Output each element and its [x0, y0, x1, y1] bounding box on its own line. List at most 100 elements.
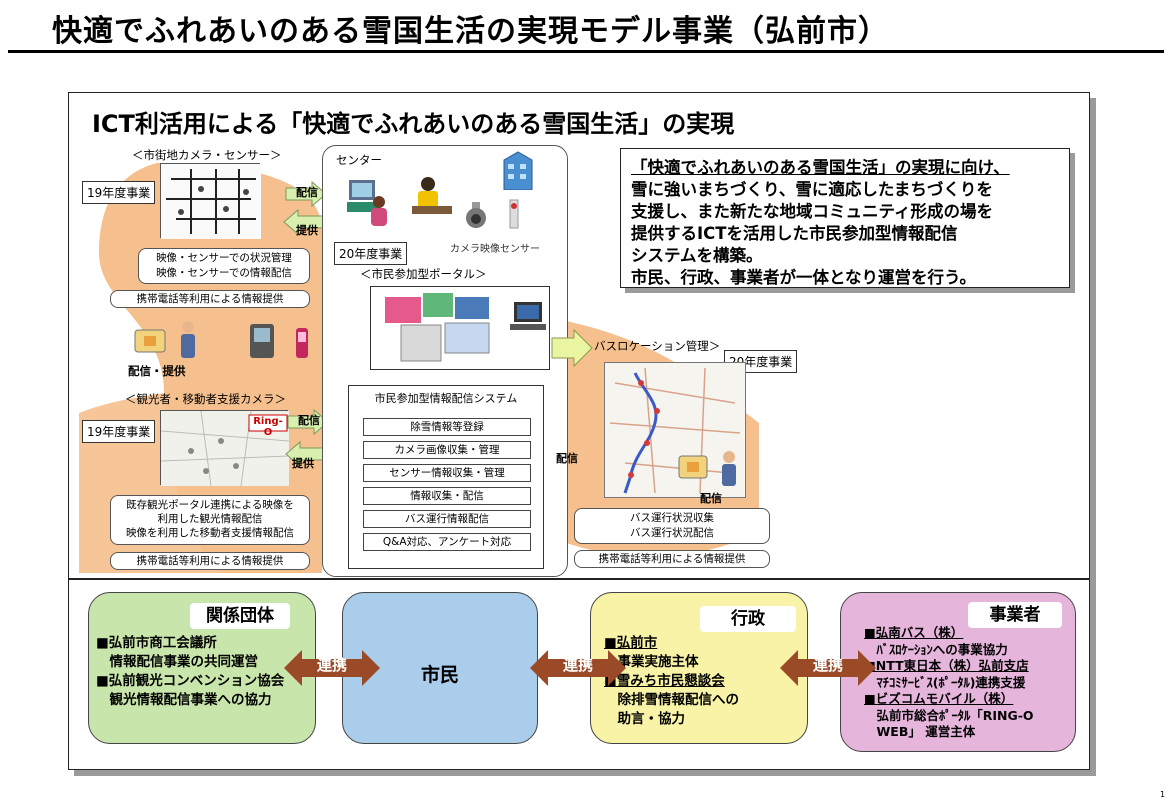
center-to-bus-arrow [551, 328, 593, 368]
portal-screens-icon [385, 293, 490, 362]
description-box: 「快適でふれあいのある雪国生活」の実現に向け、 雪に強いまちづくり、雪に適応した… [620, 148, 1070, 288]
operator-man-icon [408, 176, 454, 218]
description-line-1: 「快適でふれあいのある雪国生活」の実現に向け、 [631, 158, 1010, 177]
business-line-2: ﾊﾞｽﾛｹｰｼｮﾝへの事業協力 [864, 641, 1008, 657]
bus-section-heading: バスロケーション管理＞ [594, 339, 721, 353]
related-groups-line-1: ■弘前市商工会議所 [96, 635, 217, 651]
description-line-2: 雪に強いまちづくり、雪に適応したまちづくりを [631, 180, 993, 199]
business-text: ■弘南バス（株） ﾊﾞｽﾛｹｰｼｮﾝへの事業協力 ■NTT東日本（株）弘前支店 … [864, 625, 1034, 741]
business-line-1: ■弘南バス（株） [864, 625, 964, 640]
tourist-deliver-label: 配信 [298, 414, 320, 427]
tourist-map-image: Ring-O [160, 410, 290, 487]
center-heading: センター [336, 153, 382, 167]
system-item-info-delivery: 情報収集・配信 [363, 487, 531, 505]
ring-o-logo: Ring-O [253, 416, 283, 438]
bus-info-line-1: バス運行状況収集 [630, 512, 714, 524]
title-underline [8, 50, 1164, 53]
business-line-4: ﾏﾁｺﾐｻｰﾋﾞｽ(ﾎﾟｰﾀﾙ)連携支援 [864, 674, 1026, 690]
page-title: 快適でふれあいのある雪国生活の実現モデル事業（弘前市） [52, 14, 889, 49]
business-heading: 事業者 [968, 602, 1062, 628]
tourist-info-box: 既存観光ポータル連携による映像を 利用した観光情報配信 映像を利用した移動者支援… [110, 495, 310, 545]
center-year-badge: 20年度事業 [334, 242, 408, 265]
related-groups-line-2: 情報配信事業の共同運営 [96, 654, 258, 670]
laptop-icon [508, 298, 548, 338]
portal-heading: ＜市民参加型ポータル＞ [360, 267, 487, 281]
description-line-3: 支援し、また新たな地域コミュニティ形成の場を [631, 202, 994, 221]
info-system-box: 市民参加型情報配信システム 除雪情報等登録 カメラ画像収集・管理 センサー情報収… [348, 385, 544, 569]
bus-deliver-right-label: 配信 [700, 492, 722, 505]
citizens-heading: 市民 [420, 664, 459, 686]
related-groups-text: ■弘前市商工会議所 情報配信事業の共同運営 ■弘前観光コンベンション協会 観光情… [96, 634, 284, 710]
city-map-image [160, 163, 261, 239]
link-label-right: 連携 [812, 656, 843, 674]
tourist-section-heading: ＜観光者・移動者支援カメラ＞ [125, 392, 286, 406]
camera-info-line-2: 映像・センサーでの情報配信 [156, 267, 292, 279]
house-icon [132, 322, 168, 354]
building-icon [498, 148, 538, 191]
tourist-mobile-box: 携帯電話等利用による情報提供 [110, 552, 310, 570]
bus-info-box: バス運行状況収集 バス運行状況配信 [574, 508, 770, 544]
camera-mobile-box: 携帯電話等利用による情報提供 [110, 290, 310, 308]
related-groups-line-3: ■弘前観光コンベンション協会 [96, 673, 285, 689]
deliver-provide-label: 配信・提供 [128, 364, 186, 378]
camera-section-heading: ＜市街地カメラ・センサー＞ [132, 148, 282, 162]
page-number: 1 [1160, 790, 1166, 799]
bus-person-phone-icon [718, 450, 740, 488]
bus-house-icon [676, 450, 710, 480]
system-item-bus-info: バス運行情報配信 [363, 510, 531, 528]
sensor-icon [504, 196, 524, 232]
tourist-provide-label: 提供 [292, 457, 314, 470]
camera-info-line-1: 映像・センサーでの状況管理 [156, 252, 292, 264]
link-label-left: 連携 [316, 656, 347, 674]
administration-heading: 行政 [700, 606, 796, 632]
description-line-6: 市民、行政、事業者が一体となり運営を行う。 [631, 268, 977, 287]
related-groups-line-4: 観光情報配信事業への協力 [96, 692, 272, 708]
bus-deliver-left-label: 配信 [556, 452, 578, 465]
administration-line-2: 事業実施主体 [604, 654, 699, 670]
business-line-7: WEB」 運営主体 [864, 724, 976, 739]
description-line-5: システムを構築。 [631, 246, 763, 265]
tourist-year-badge: 19年度事業 [82, 420, 156, 443]
system-title: 市民参加型情報配信システム [374, 392, 518, 405]
camera-image-caption: カメラ映像 [450, 244, 500, 255]
computer-operator-icon [345, 178, 381, 216]
bus-info-line-2: バス運行状況配信 [630, 527, 714, 539]
tourist-info-line-3: 映像を利用した移動者支援情報配信 [126, 527, 294, 539]
tourist-info-line-2: 利用した観光情報配信 [157, 513, 263, 525]
panel-title: ICT利活用による「快適でふれあいのある雪国生活」の実現 [92, 110, 735, 138]
link-arrow-right [780, 650, 876, 686]
business-line-6: 弘前市総合ﾎﾟｰﾀﾙ「RING-O [864, 707, 1034, 723]
business-line-3: ■NTT東日本（株）弘前支店 [864, 658, 1029, 673]
tourist-map-icon [160, 410, 290, 487]
description-line-4: 提供するICTを活用した市民参加型情報配信 [631, 224, 958, 243]
administration-line-4: 除排雪情報配信への [604, 692, 739, 708]
operator-woman-icon [368, 196, 390, 226]
section-divider [69, 578, 1089, 580]
camera-deliver-provide-arrows [283, 180, 327, 236]
mobile-terminal-icon [248, 322, 276, 360]
system-item-snow-removal: 除雪情報等登録 [363, 418, 531, 436]
system-item-qa-survey: Q&A対応、アンケート対応 [363, 533, 531, 551]
bus-mobile-box: 携帯電話等利用による情報提供 [574, 550, 770, 568]
camera-year-badge: 19年度事業 [82, 181, 156, 204]
camera-provide-label: 提供 [296, 224, 318, 237]
link-arrow-left [284, 650, 380, 686]
camera-deliver-label: 配信 [296, 186, 318, 199]
tourist-deliver-provide-arrows [285, 408, 329, 468]
administration-text: ■弘前市 事業実施主体 ■雪みち市民懇談会 除排雪情報配信への 助言・協力 [604, 634, 739, 729]
link-arrow-middle [530, 650, 626, 686]
city-map-icon [161, 164, 261, 239]
system-item-sensor-collection: センサー情報収集・管理 [363, 464, 531, 482]
tourist-info-line-1: 既存観光ポータル連携による映像を [126, 499, 294, 511]
sensor-caption: センサー [500, 244, 540, 255]
administration-line-5: 助言・協力 [604, 711, 685, 727]
link-label-middle: 連携 [562, 656, 593, 674]
related-groups-heading: 関係団体 [190, 603, 290, 629]
administration-line-3: ■雪みち市民懇談会 [604, 673, 725, 689]
business-line-5: ■ビズコムモバイル（株） [864, 691, 1014, 706]
administration-line-1: ■弘前市 [604, 635, 658, 651]
dome-camera-icon [462, 202, 490, 230]
camera-info-box: 映像・センサーでの状況管理 映像・センサーでの情報配信 [138, 248, 310, 284]
person-phone-icon [176, 320, 200, 360]
system-item-camera-collection: カメラ画像収集・管理 [363, 441, 531, 459]
